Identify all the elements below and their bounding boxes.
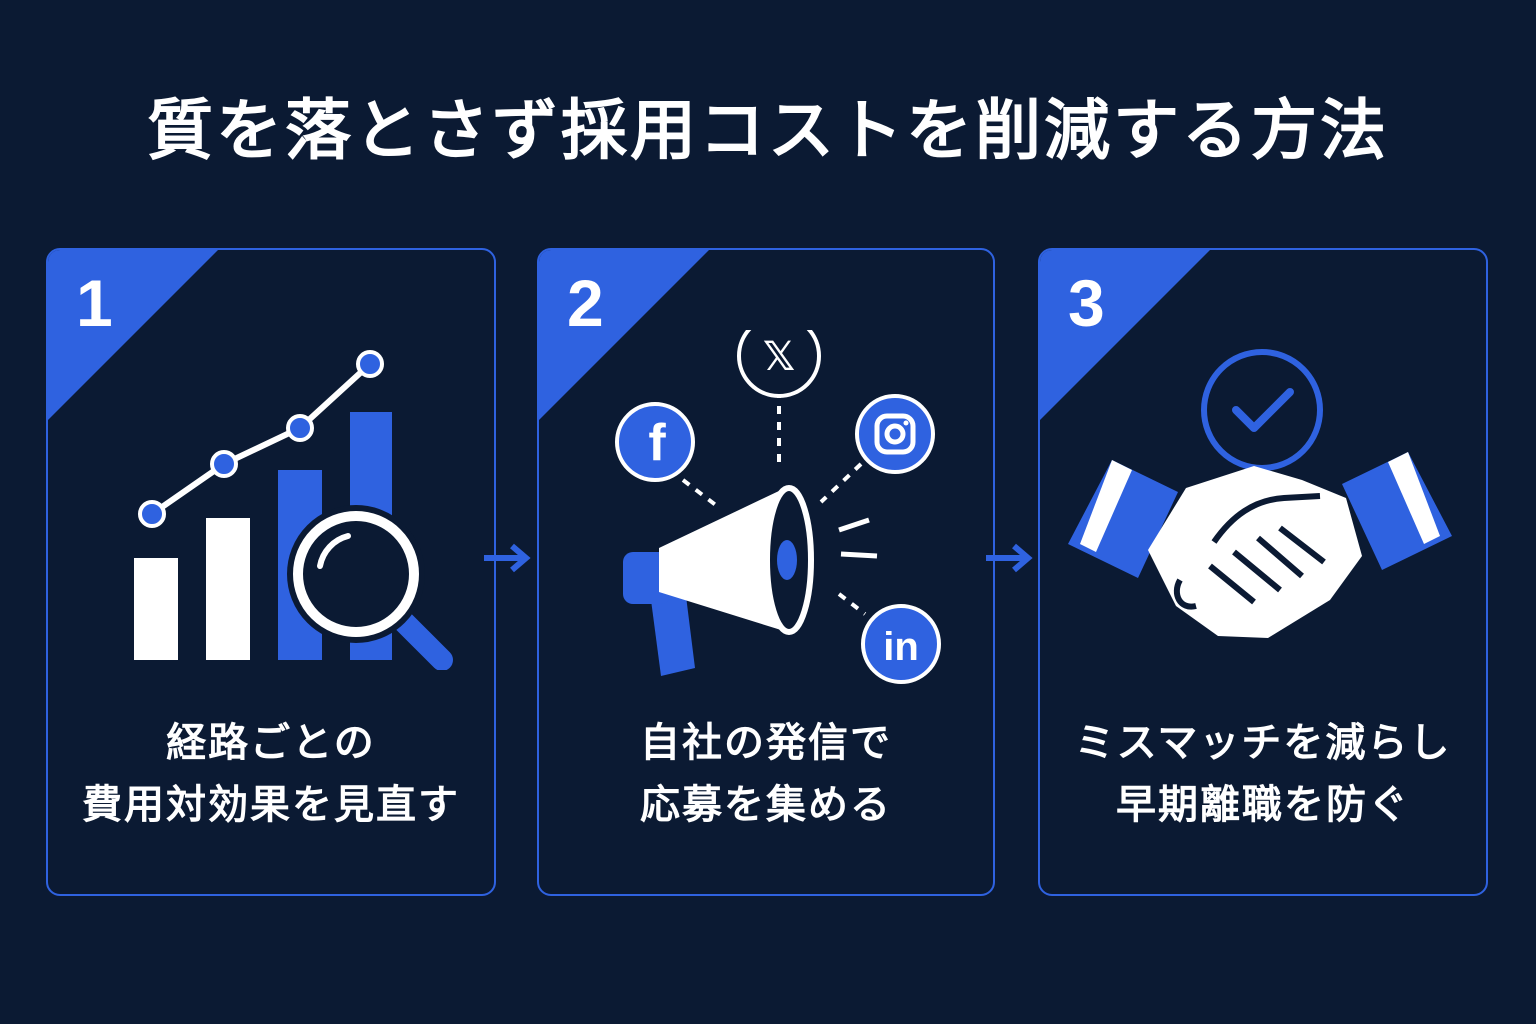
arrow-right-icon	[982, 540, 1042, 580]
step-card-3: 3 ミスマッチを減らし 早期離職を防ぐ	[1038, 248, 1488, 896]
chart-magnifier-icon	[134, 350, 453, 670]
linkedin-logo-icon: in	[883, 625, 919, 669]
step-text-3: ミスマッチを減らし 早期離職を防ぐ	[1074, 720, 1452, 828]
step-number-2: 2	[567, 266, 604, 340]
facebook-logo-icon: f	[648, 414, 666, 472]
step-card-1: 1 経路ごとの 費用対効果を見直す	[46, 248, 496, 896]
page-title: 質を落とさず採用コストを削減する方法	[147, 92, 1389, 169]
x-logo-icon: 𝕏	[763, 334, 795, 380]
arrow-right-icon	[480, 540, 540, 580]
step-card-2: 2 𝕏 f in 自社の発信で 応募を集める	[537, 248, 995, 896]
step-text-1: 経路ごとの 費用対効果を見直す	[82, 720, 460, 828]
step-number-3: 3	[1068, 266, 1105, 340]
handshake-check-icon	[1068, 349, 1452, 638]
megaphone-social-icon: 𝕏 f in	[615, 330, 941, 684]
step-text-2: 自社の発信で 応募を集める	[640, 720, 892, 828]
step-number-1: 1	[76, 266, 113, 340]
